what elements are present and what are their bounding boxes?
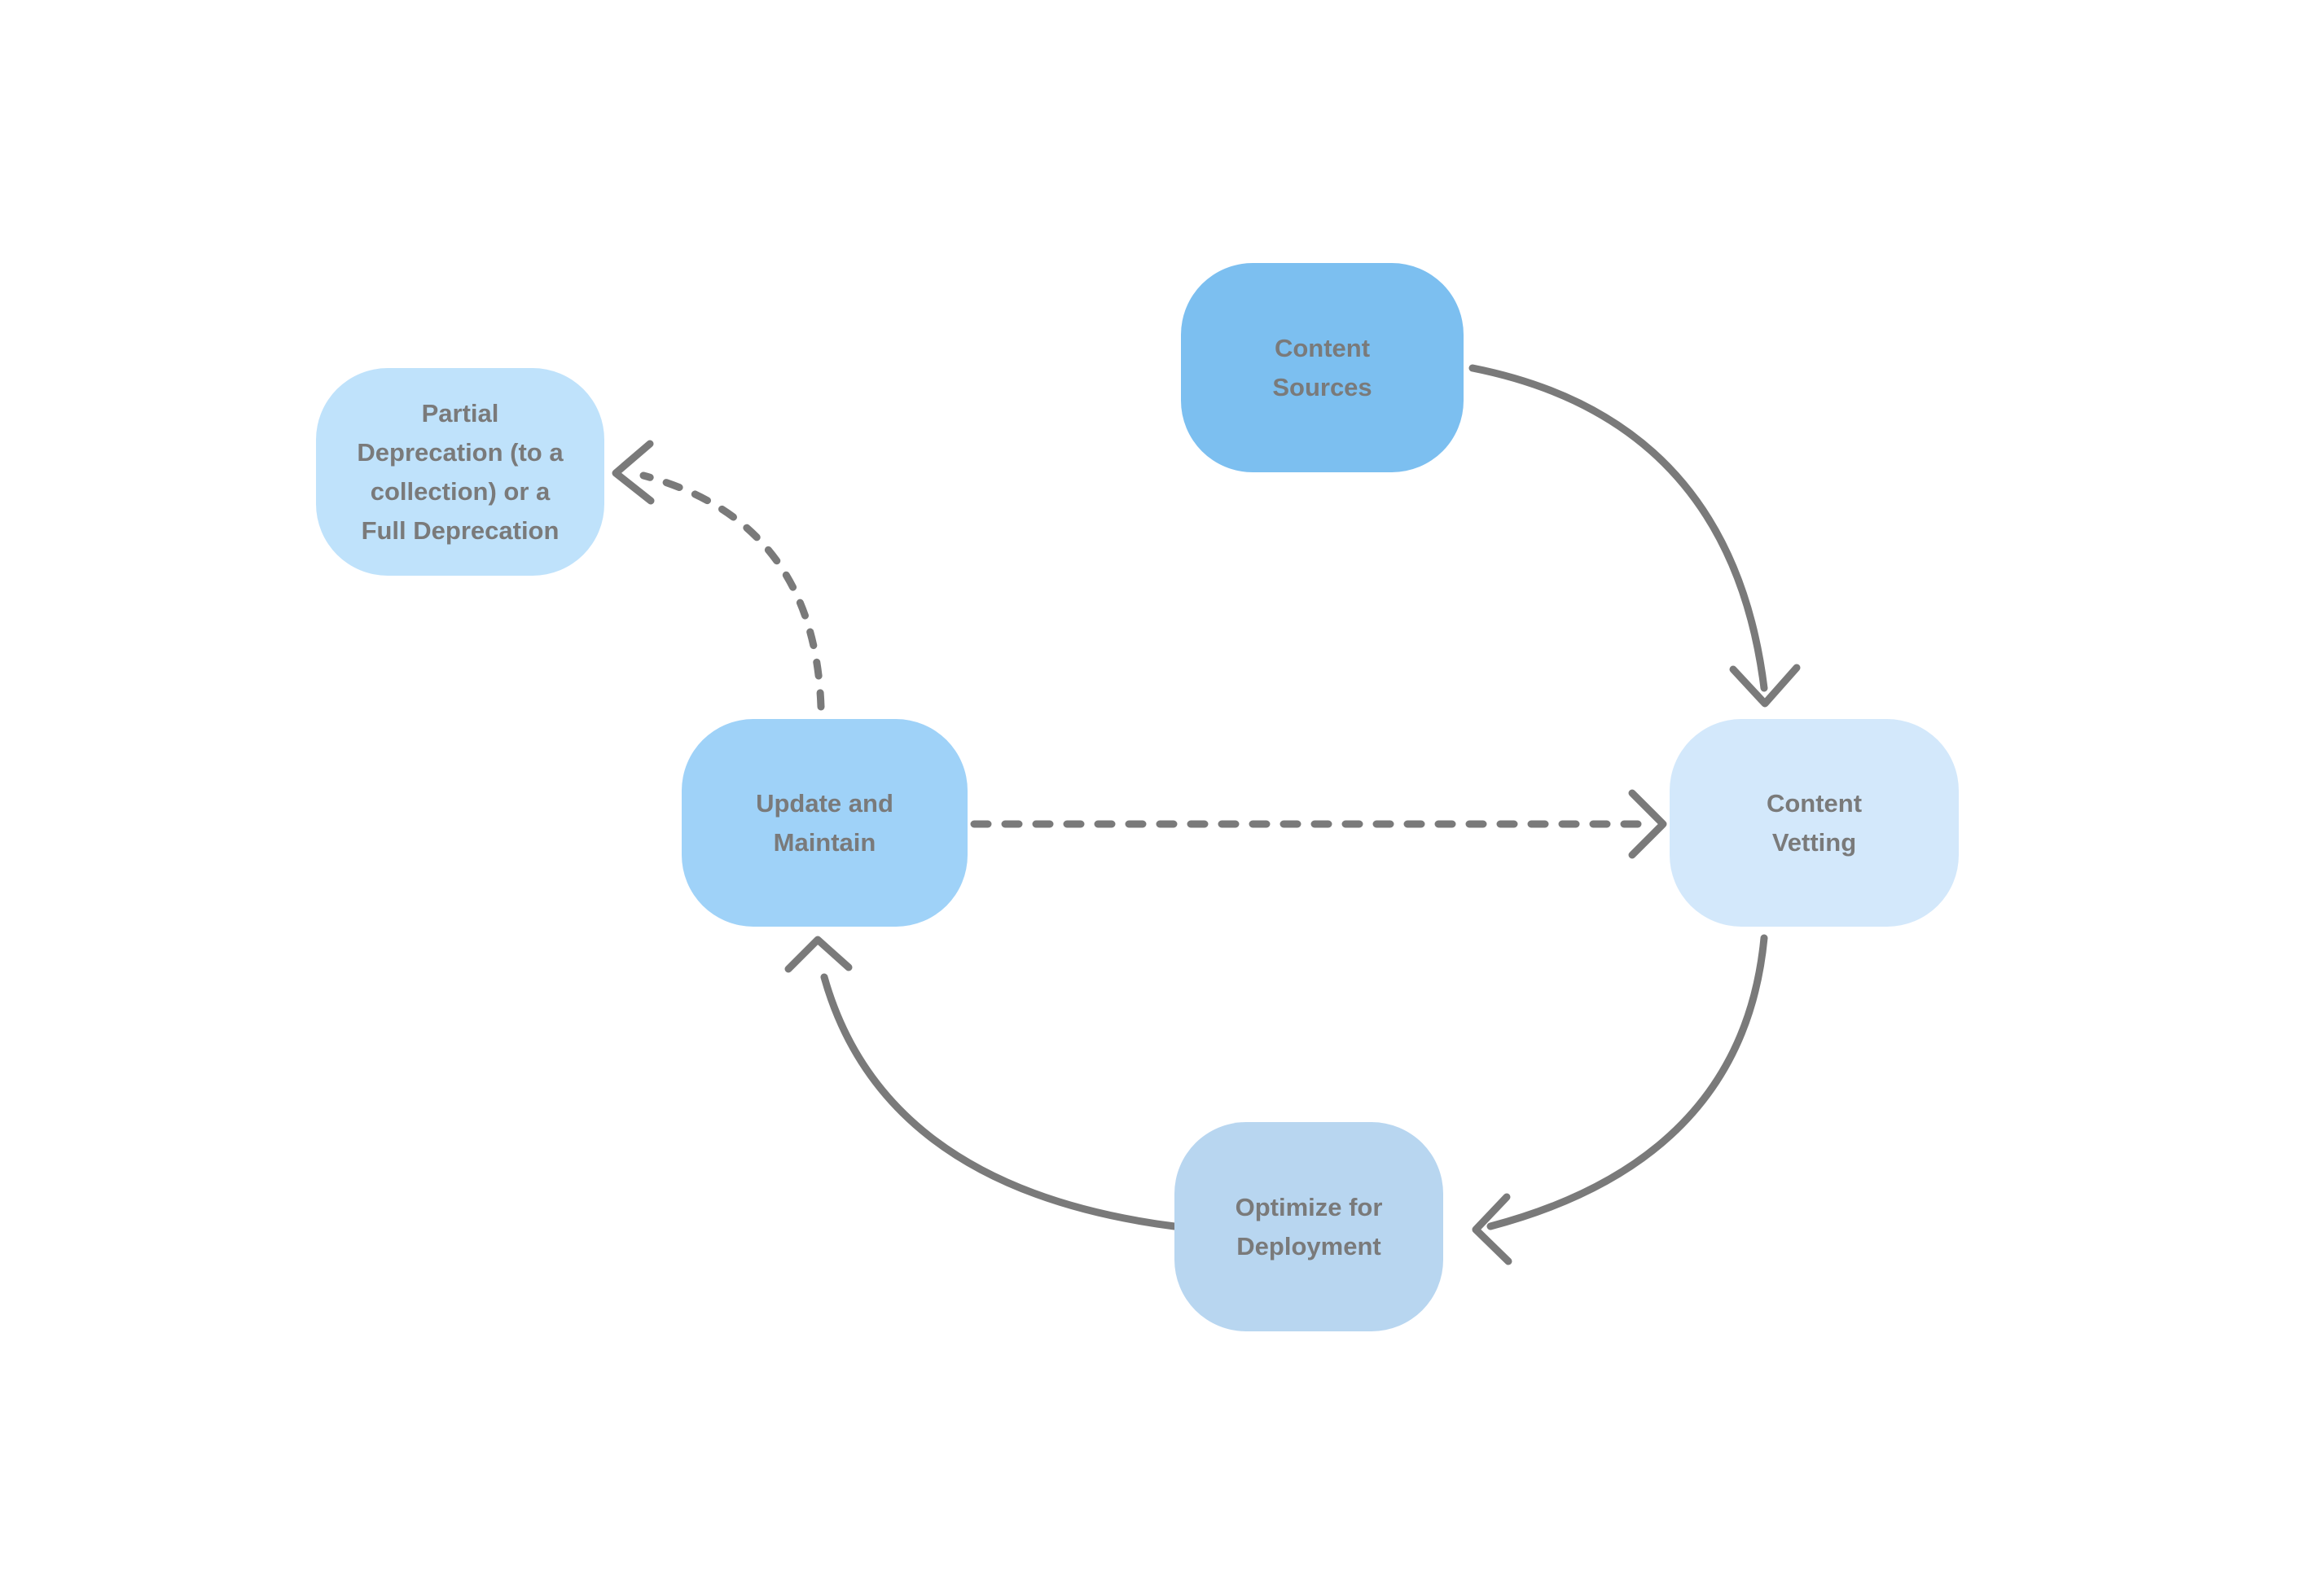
arrowhead-left xyxy=(1472,1193,1512,1265)
node-label-line: Optimize for xyxy=(1235,1192,1383,1221)
edge-update-maintain-to-content-vetting xyxy=(970,789,1667,859)
node-content-vetting: Content Vetting xyxy=(1670,719,1959,927)
node-label-line: Content xyxy=(1766,788,1863,818)
node-label-line: Full Deprecation xyxy=(361,515,560,545)
edge-update-maintain-to-partial-deprecation xyxy=(612,440,825,711)
node-optimize-deployment: Optimize for Deployment xyxy=(1174,1122,1443,1331)
edge-line xyxy=(820,973,1179,1230)
edge-content-sources-to-content-vetting xyxy=(1468,364,1801,708)
node-label-line: Content xyxy=(1274,333,1371,362)
edge-line xyxy=(639,471,825,711)
arrowhead-up xyxy=(784,936,853,973)
edge-optimize-deployment-to-update-maintain xyxy=(784,936,1179,1230)
node-label-line: Update and xyxy=(756,788,893,818)
arrowhead-right xyxy=(1628,789,1667,859)
node-label-line: collection) or a xyxy=(370,476,551,506)
node-label-line: Maintain xyxy=(773,827,876,857)
node-label-line: Deprecation (to a xyxy=(357,437,564,467)
node-update-maintain: Update and Maintain xyxy=(682,719,968,927)
node-label: Content Sources xyxy=(1272,329,1372,407)
node-partial-deprecation: Partial Deprecation (to a collection) or… xyxy=(316,368,604,576)
node-content-sources: Content Sources xyxy=(1181,263,1464,472)
node-label-line: Vetting xyxy=(1771,827,1857,857)
node-label: Optimize for Deployment xyxy=(1236,1188,1383,1266)
edge-line xyxy=(1486,934,1768,1230)
arrowhead-left xyxy=(612,440,655,505)
node-label: Content Vetting xyxy=(1767,784,1862,862)
node-label-line: Deployment xyxy=(1236,1231,1381,1261)
node-label: Partial Deprecation (to a collection) or… xyxy=(357,394,563,550)
node-label-line: Sources xyxy=(1272,372,1372,401)
node-label-line: Partial xyxy=(421,398,499,428)
edge-content-vetting-to-optimize-deployment xyxy=(1472,934,1768,1265)
arrowhead-down xyxy=(1729,664,1801,708)
node-label: Update and Maintain xyxy=(756,784,893,862)
edge-line xyxy=(1468,364,1768,692)
